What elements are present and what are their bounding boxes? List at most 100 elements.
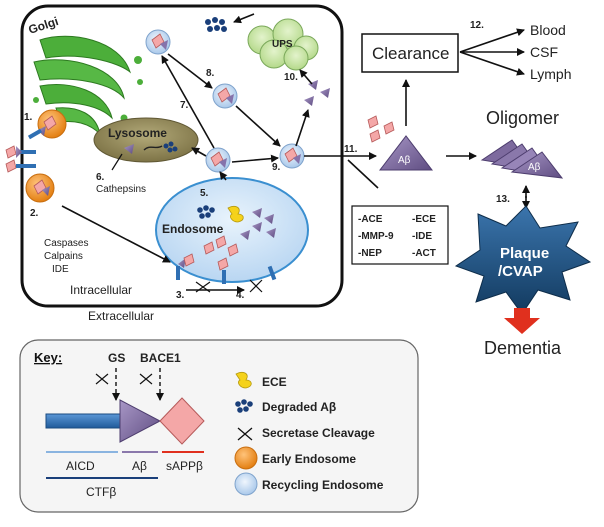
csf-label: CSF (530, 44, 558, 60)
arrow-vesicle-to-8 (167, 53, 213, 89)
endosome-app-left (176, 253, 195, 280)
key-gs-scissors (95, 373, 109, 385)
enzyme-nep: -NEP (358, 248, 382, 259)
oligomer-label: Oligomer (486, 108, 559, 128)
key-bace1-label: BACE1 (140, 351, 181, 365)
ups-cluster (247, 18, 319, 71)
legend-ece-icon (235, 372, 252, 389)
arrow-8-to-9 (235, 105, 281, 147)
step-8-label: 8. (206, 68, 215, 79)
extracellular-label: Extracellular (88, 309, 154, 323)
vesicle-9 (279, 143, 305, 169)
endosome-abeta-cluster (240, 208, 276, 240)
enzyme-act: -ACT (412, 248, 436, 259)
legend-scissors-label: Secretase Cleavage (262, 426, 375, 440)
endosome-ece (227, 206, 244, 223)
key-box (19, 339, 419, 513)
key-aicd-label: AICD (66, 459, 95, 473)
legend-ece-label: ECE (262, 375, 287, 389)
step-10-label: 10. (284, 72, 298, 83)
oligomer-stack (480, 139, 564, 179)
clearance-label: Clearance (372, 44, 450, 63)
step-1-label: 1. (24, 112, 33, 123)
arrow-to-blood (459, 28, 525, 53)
lysosome-degraded (163, 141, 178, 153)
step-5-label: 5. (200, 188, 209, 199)
arrow-enzymes-to-abeta (347, 159, 379, 189)
legend-early-endosome-icon (234, 446, 258, 470)
plaque-label: Plaque (500, 245, 549, 262)
intracellular-label: Intracellular (70, 283, 132, 297)
ups-label: UPS (272, 39, 293, 50)
plaque-star (454, 205, 592, 315)
lysosome-label: Lysosome (108, 126, 167, 140)
key-title: Key: (34, 350, 62, 365)
step-11-label: 11. (344, 144, 358, 155)
membrane-app-left (5, 145, 36, 173)
step-12-label: 12. (470, 20, 484, 31)
legend-recycling-endosome-label: Recycling Endosome (262, 478, 384, 492)
legend-degraded-label: Degraded Aβ (262, 400, 336, 414)
key-sappb-diamond (159, 397, 205, 445)
key-abeta-triangle (119, 399, 162, 443)
key-gs-label: GS (108, 351, 125, 365)
endosome-app-mid (217, 257, 229, 284)
endosome-label: Endosome (162, 222, 224, 236)
step-3-label: 3. (176, 290, 185, 301)
legend-scissors-icon (237, 427, 253, 441)
scissors-4 (249, 279, 263, 293)
early-endosome-2 (25, 173, 55, 203)
dementia-label: Dementia (484, 338, 562, 358)
golgi-apparatus (33, 35, 143, 136)
step-9-label: 9. (272, 162, 281, 173)
step-13-label: 13. (496, 194, 510, 205)
lysosome (93, 117, 199, 163)
step-6-label: 6. (96, 172, 105, 183)
ide-label: IDE (52, 264, 69, 275)
arrow-10-to-ups (299, 69, 313, 85)
key-abeta-label: Aβ (132, 459, 147, 473)
arrow-to-lysosome (191, 147, 207, 157)
early-endosome-1 (27, 109, 67, 140)
abeta-monomer-label: Aβ (398, 155, 411, 166)
degraded-abeta-top (205, 17, 227, 32)
calpains-label: Calpains (44, 251, 83, 262)
golgi-label: Golgi (27, 14, 60, 37)
enzyme-mmp9: -MMP-9 (358, 231, 394, 242)
arrow-to-lymph (459, 51, 525, 76)
clearance-box (361, 33, 459, 73)
enzyme-ace: -ACE (358, 214, 383, 225)
vesicle-8 (212, 83, 238, 109)
key-sappb-label: sAPPβ (166, 459, 203, 473)
key-bace1-scissors (139, 373, 153, 385)
arrow-center-to-9 (231, 154, 279, 163)
abeta-monomer (378, 135, 434, 171)
vesicle-top (145, 29, 171, 55)
key-aicd-bar (45, 413, 121, 429)
cathepsins-line (111, 153, 123, 171)
cvap-label: /CVAP (498, 263, 543, 280)
extracellular-diamonds (367, 115, 395, 143)
step-7-label: 7. (180, 100, 189, 111)
oligomer-abeta-label: Aβ (528, 162, 541, 173)
vesicle-center (205, 147, 231, 173)
key-ctfb-label: CTFβ (86, 485, 116, 499)
arrow-center-to-top (161, 55, 215, 149)
lymph-label: Lymph (530, 66, 572, 82)
lysosome-arrow (143, 145, 163, 151)
cathepsins-label: Cathepsins (96, 184, 146, 195)
legend-recycling-endosome-icon (234, 472, 258, 496)
legend-degraded-icon (235, 399, 253, 413)
blood-label: Blood (530, 22, 566, 38)
endosome (155, 177, 309, 283)
enzymes-box (351, 205, 449, 265)
enzyme-ece: -ECE (412, 214, 436, 225)
endosome-degraded (197, 205, 215, 219)
dementia-arrow (504, 308, 540, 334)
arrow-2-to-endosome (61, 205, 171, 263)
step-4-label: 4. (236, 290, 245, 301)
abeta-fragments-10 (304, 80, 330, 106)
arrow-ups-to-degraded (233, 13, 255, 24)
enzyme-ide: -IDE (412, 231, 432, 242)
